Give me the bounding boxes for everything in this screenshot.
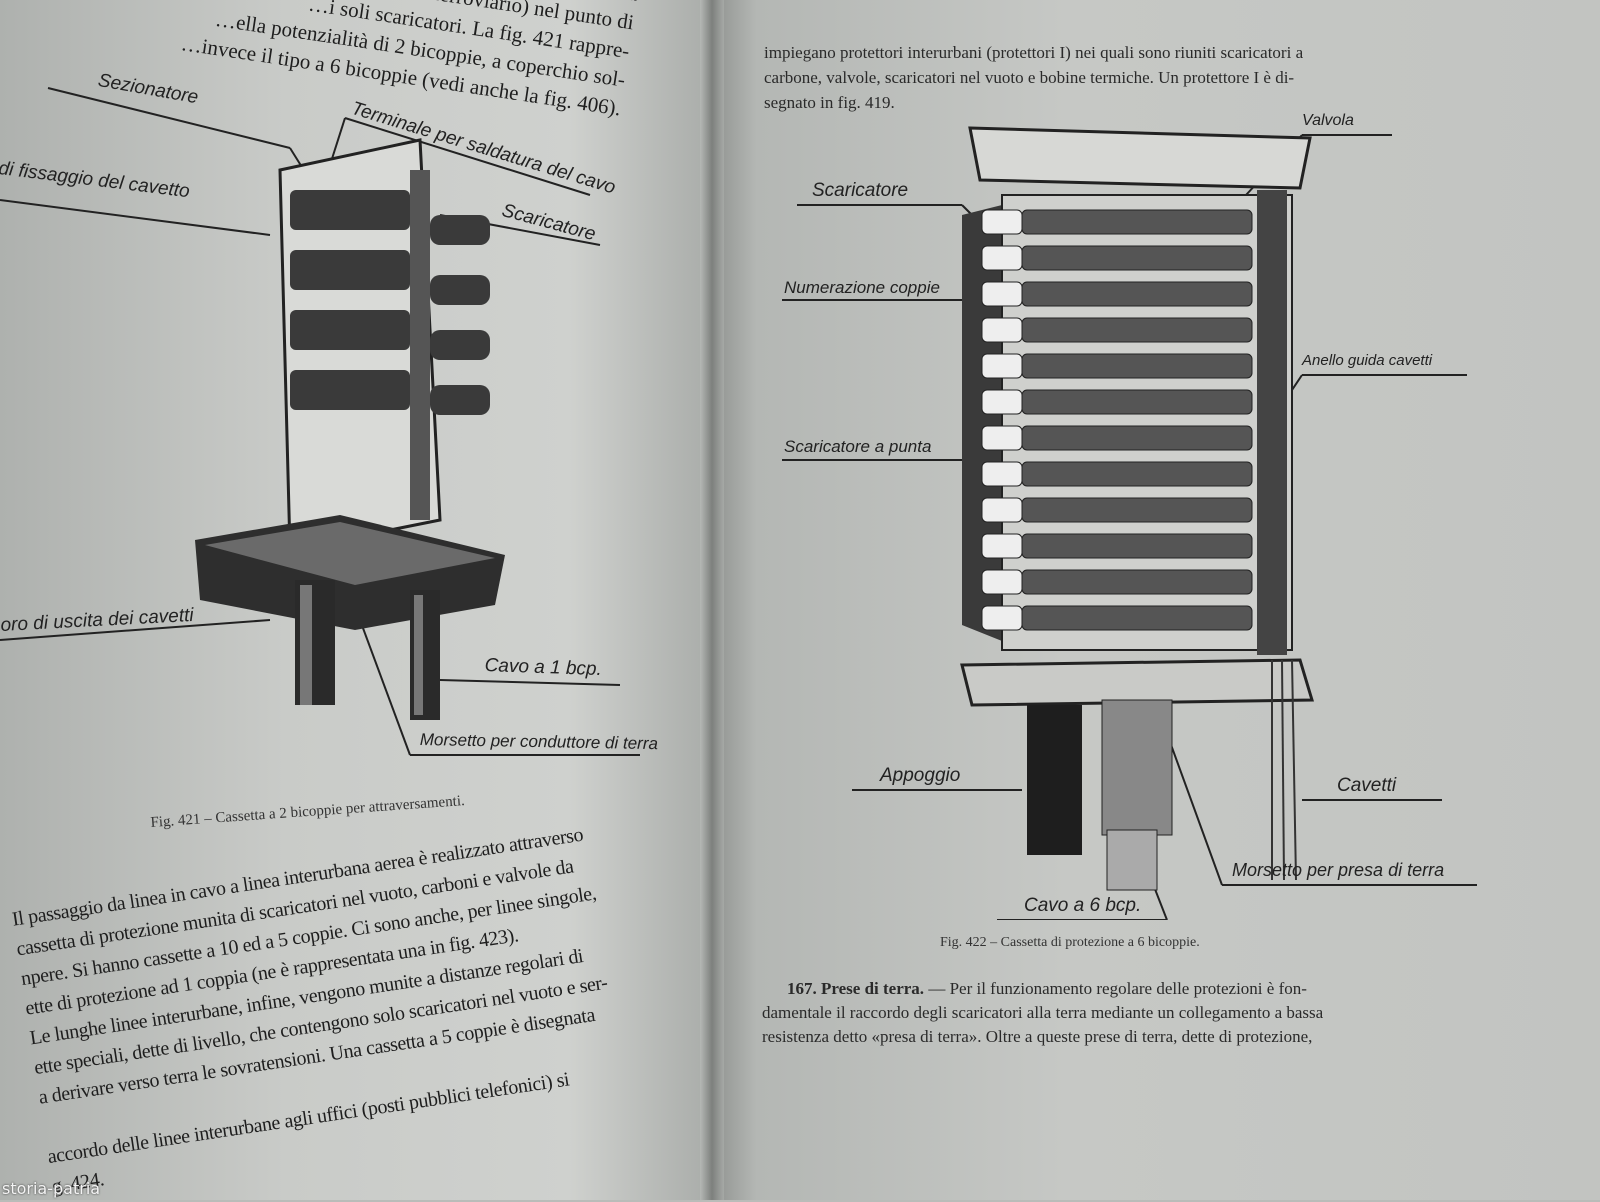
label-cavetti: Cavetti	[1337, 775, 1397, 796]
arrester-row	[981, 317, 1023, 343]
text-line: resistenza detto «presa di terra». Oltre…	[762, 1027, 1313, 1046]
figure-422-drawing	[782, 126, 1477, 920]
right-page: impiegano protettori interurbani (protet…	[712, 0, 1600, 1200]
arrester-row	[981, 209, 1023, 235]
label-anello-guida: Anello guida cavetti	[1302, 352, 1433, 369]
text-line: carbone, valvole, scaricatori nel vuoto …	[764, 68, 1295, 87]
arrester-row	[1021, 353, 1253, 379]
arrester-row	[1021, 569, 1253, 595]
figure-421-drawing	[0, 87, 640, 756]
section-heading: 167. Prese di terra.	[787, 979, 925, 998]
label-scaricatore: Scaricatore	[812, 180, 909, 201]
book-gutter	[700, 0, 724, 1200]
right-top-text: impiegano protettori interurbani (protet…	[764, 40, 1303, 115]
figure-caption: Fig. 422 – Cassetta di protezione a 6 bi…	[940, 935, 1200, 950]
label-numerazione-coppie: Numerazione coppie	[784, 278, 940, 297]
arrester-row	[1021, 389, 1253, 415]
arrester-row	[1021, 317, 1253, 343]
label-morsetto: Morsetto per conduttore di terra	[419, 730, 659, 754]
arrester-row	[1021, 533, 1253, 559]
label-cavo: Cavo a 6 bcp.	[1024, 895, 1142, 916]
arrester-row	[1021, 497, 1253, 523]
label-appoggio: Appoggio	[880, 765, 961, 786]
label-morsetto: Morsetto per presa di terra	[1232, 860, 1445, 880]
left-page: …ndo una linea aerea …nto ferroviario) n…	[0, 0, 712, 1200]
watermark: storia-patria	[2, 1179, 101, 1198]
arrester-row	[981, 245, 1023, 271]
arrester-row	[981, 353, 1023, 379]
text-line: impiegano protettori interurbani (protet…	[764, 43, 1304, 62]
arrester-row	[981, 569, 1023, 595]
section-text: 167. Prese di terra. — Per il funzioname…	[762, 977, 1323, 1049]
label-cavo: Cavo a 1 bcp.	[484, 655, 603, 681]
arrester-row	[981, 389, 1023, 415]
arrester-row	[1021, 461, 1253, 487]
text-line: damentale il raccordo degli scaricatori …	[762, 1003, 1324, 1022]
label-scaricatore-punta: Scaricatore a punta	[784, 437, 932, 456]
text-line: — Per il funzionamento regolare delle pr…	[924, 979, 1307, 998]
arrester-row	[981, 425, 1023, 451]
arrester-row	[981, 533, 1023, 559]
text-line: 167. Prese di terra. — Per il funzioname…	[762, 977, 1323, 1001]
arrester-row	[1021, 245, 1253, 271]
arrester-row	[981, 497, 1023, 523]
arrester-row	[1021, 425, 1253, 451]
arrester-row	[1021, 209, 1253, 235]
arrester-row	[1021, 281, 1253, 307]
left-body-text: Il passaggio da linea in cavo a linea in…	[10, 819, 629, 1202]
arrester-row	[981, 281, 1023, 307]
text-line: segnato in fig. 419.	[764, 93, 895, 112]
arrester-row	[981, 461, 1023, 487]
arrester-row	[1021, 605, 1253, 631]
arrester-row	[981, 605, 1023, 631]
label-valvola: Valvola	[1302, 112, 1354, 129]
